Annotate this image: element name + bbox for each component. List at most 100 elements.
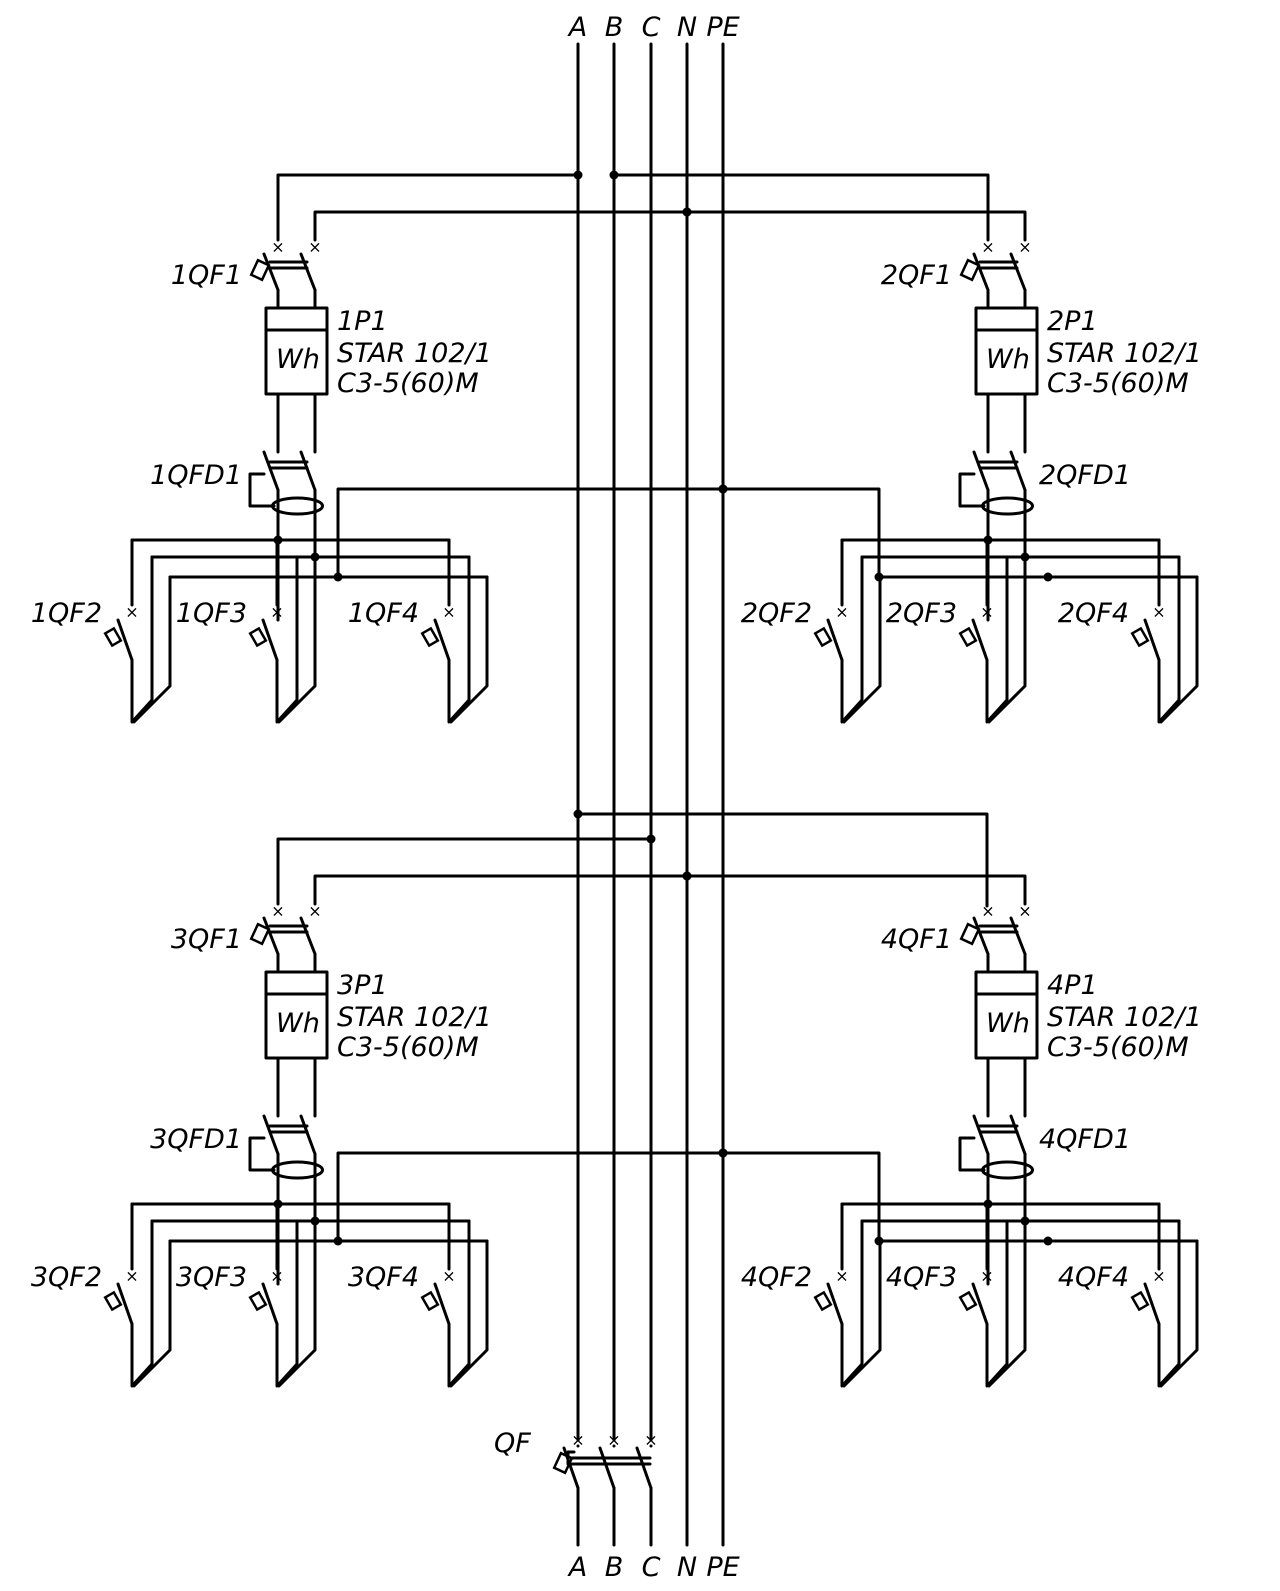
branch-pe-wire bbox=[132, 575, 172, 724]
branch-output-wire bbox=[985, 1219, 1009, 1388]
bus-label-top: PE bbox=[706, 12, 739, 43]
junction-dot bbox=[609, 170, 619, 180]
meter-model: STAR 102/1 bbox=[1047, 1002, 1202, 1033]
branch-circuit: ×2QF2 bbox=[741, 538, 882, 724]
branch-output-wire bbox=[447, 555, 471, 724]
branch-pe-wire bbox=[842, 1239, 882, 1388]
rcd-sensor bbox=[271, 496, 324, 516]
junction-dot bbox=[573, 809, 583, 819]
branch-breaker-label: 1QF3 bbox=[176, 598, 247, 629]
junction-dot bbox=[333, 572, 343, 582]
branch-circuit: ×3QF4 bbox=[348, 1202, 489, 1388]
terminal-mark: × bbox=[1018, 902, 1031, 921]
bus-label-top: N bbox=[677, 12, 697, 43]
branch-breaker-blade bbox=[826, 618, 844, 662]
branch-breaker-blade bbox=[261, 618, 279, 662]
meter-model: STAR 102/1 bbox=[337, 1002, 492, 1033]
rcd-label: 4QFD1 bbox=[1039, 1124, 1131, 1155]
meter-model: STAR 102/1 bbox=[1047, 338, 1202, 369]
branch-breaker-label: 4QF4 bbox=[1058, 1262, 1129, 1293]
terminal-mark: × bbox=[644, 1431, 657, 1450]
rcd-label: 2QFD1 bbox=[1039, 460, 1131, 491]
branch-breaker-trip bbox=[1130, 626, 1150, 648]
terminal-mark: × bbox=[125, 603, 138, 622]
branch-breaker-trip bbox=[103, 626, 123, 648]
branch-breaker-trip bbox=[103, 1290, 123, 1312]
branch-pe-wire bbox=[449, 1239, 489, 1388]
rcd-sensor bbox=[981, 496, 1034, 516]
junction-dot bbox=[1043, 1236, 1053, 1246]
junction-dot bbox=[333, 1236, 343, 1246]
junction-dot bbox=[310, 1216, 320, 1226]
rcd-test-loop bbox=[248, 472, 276, 508]
branch-circuit: ×3QF2 bbox=[31, 1202, 172, 1388]
breaker-trip bbox=[959, 922, 981, 946]
branch-breaker-label: 2QF4 bbox=[1058, 598, 1129, 629]
junction-dot bbox=[1020, 1216, 1030, 1226]
rcd-blade bbox=[299, 1114, 317, 1156]
main-breaker-trip bbox=[552, 1451, 574, 1475]
branch-breaker-trip bbox=[420, 626, 440, 648]
branch-output-wire bbox=[840, 555, 864, 724]
bus-label-bottom: N bbox=[677, 1552, 697, 1583]
breaker-blade bbox=[299, 252, 317, 292]
branch-breaker-label: 4QF2 bbox=[741, 1262, 812, 1293]
bus-label-bottom: B bbox=[605, 1552, 624, 1583]
terminal-mark: × bbox=[981, 238, 994, 257]
terminal-mark: × bbox=[980, 603, 993, 622]
terminal-mark: × bbox=[271, 238, 284, 257]
breaker-blade bbox=[1009, 252, 1027, 292]
branch-output-wire bbox=[840, 1219, 864, 1388]
breaker-blade bbox=[299, 916, 317, 956]
junction-dot bbox=[273, 535, 283, 545]
branch-pe-wire bbox=[132, 1239, 172, 1388]
branch-output-wire bbox=[985, 555, 1009, 724]
branch-breaker-blade bbox=[433, 618, 451, 662]
terminal-mark: × bbox=[981, 902, 994, 921]
branch-breaker-label: 2QF2 bbox=[741, 598, 812, 629]
branch-breaker-blade bbox=[826, 1282, 844, 1326]
meter-symbol: Wh bbox=[986, 344, 1030, 375]
phase-feed-wire bbox=[276, 173, 580, 242]
pe-feed-wire bbox=[721, 1151, 881, 1243]
main-breaker-label: QF bbox=[494, 1428, 531, 1459]
main-breaker-handle bbox=[566, 1450, 576, 1466]
branch-output-wire bbox=[275, 555, 299, 724]
rcd-blade bbox=[1009, 450, 1027, 492]
junction-dot bbox=[983, 1199, 993, 1209]
branch-output-wire bbox=[275, 1219, 299, 1388]
branch-breaker-blade bbox=[116, 618, 134, 662]
branch-breaker-trip bbox=[1130, 1290, 1150, 1312]
meter-id: 4P1 bbox=[1047, 970, 1098, 1001]
junction-dot bbox=[1043, 572, 1053, 582]
rcd-blade bbox=[972, 1114, 990, 1156]
breaker-blade bbox=[1009, 916, 1027, 956]
bus-label-bottom: C bbox=[642, 1552, 661, 1583]
branch-circuit: ×1QF2 bbox=[31, 538, 172, 724]
terminal-mark: × bbox=[1152, 603, 1165, 622]
rcd-label: 3QFD1 bbox=[150, 1124, 242, 1155]
terminal-mark: × bbox=[442, 1267, 455, 1286]
bus-label-top: B bbox=[605, 12, 624, 43]
branch-pe-wire bbox=[277, 575, 317, 724]
rcd-test-loop bbox=[248, 1136, 276, 1172]
branch-output-wire bbox=[447, 1219, 471, 1388]
meter-spec: C3-5(60)M bbox=[337, 1032, 479, 1063]
bus-label-top: A bbox=[567, 12, 587, 43]
neutral-feed-wire bbox=[685, 210, 1027, 242]
neutral-feed-wire bbox=[313, 210, 689, 242]
terminal-mark: × bbox=[980, 1267, 993, 1286]
junction-dot bbox=[718, 1148, 728, 1158]
branch-breaker-trip bbox=[248, 626, 268, 648]
branch-breaker-trip bbox=[958, 626, 978, 648]
rcd-blade bbox=[972, 450, 990, 492]
meter-spec: C3-5(60)M bbox=[1047, 368, 1189, 399]
breaker-blade bbox=[972, 916, 990, 956]
branch-breaker-blade bbox=[971, 1282, 989, 1326]
terminal-mark: × bbox=[270, 603, 283, 622]
bus-label-top: C bbox=[642, 12, 661, 43]
